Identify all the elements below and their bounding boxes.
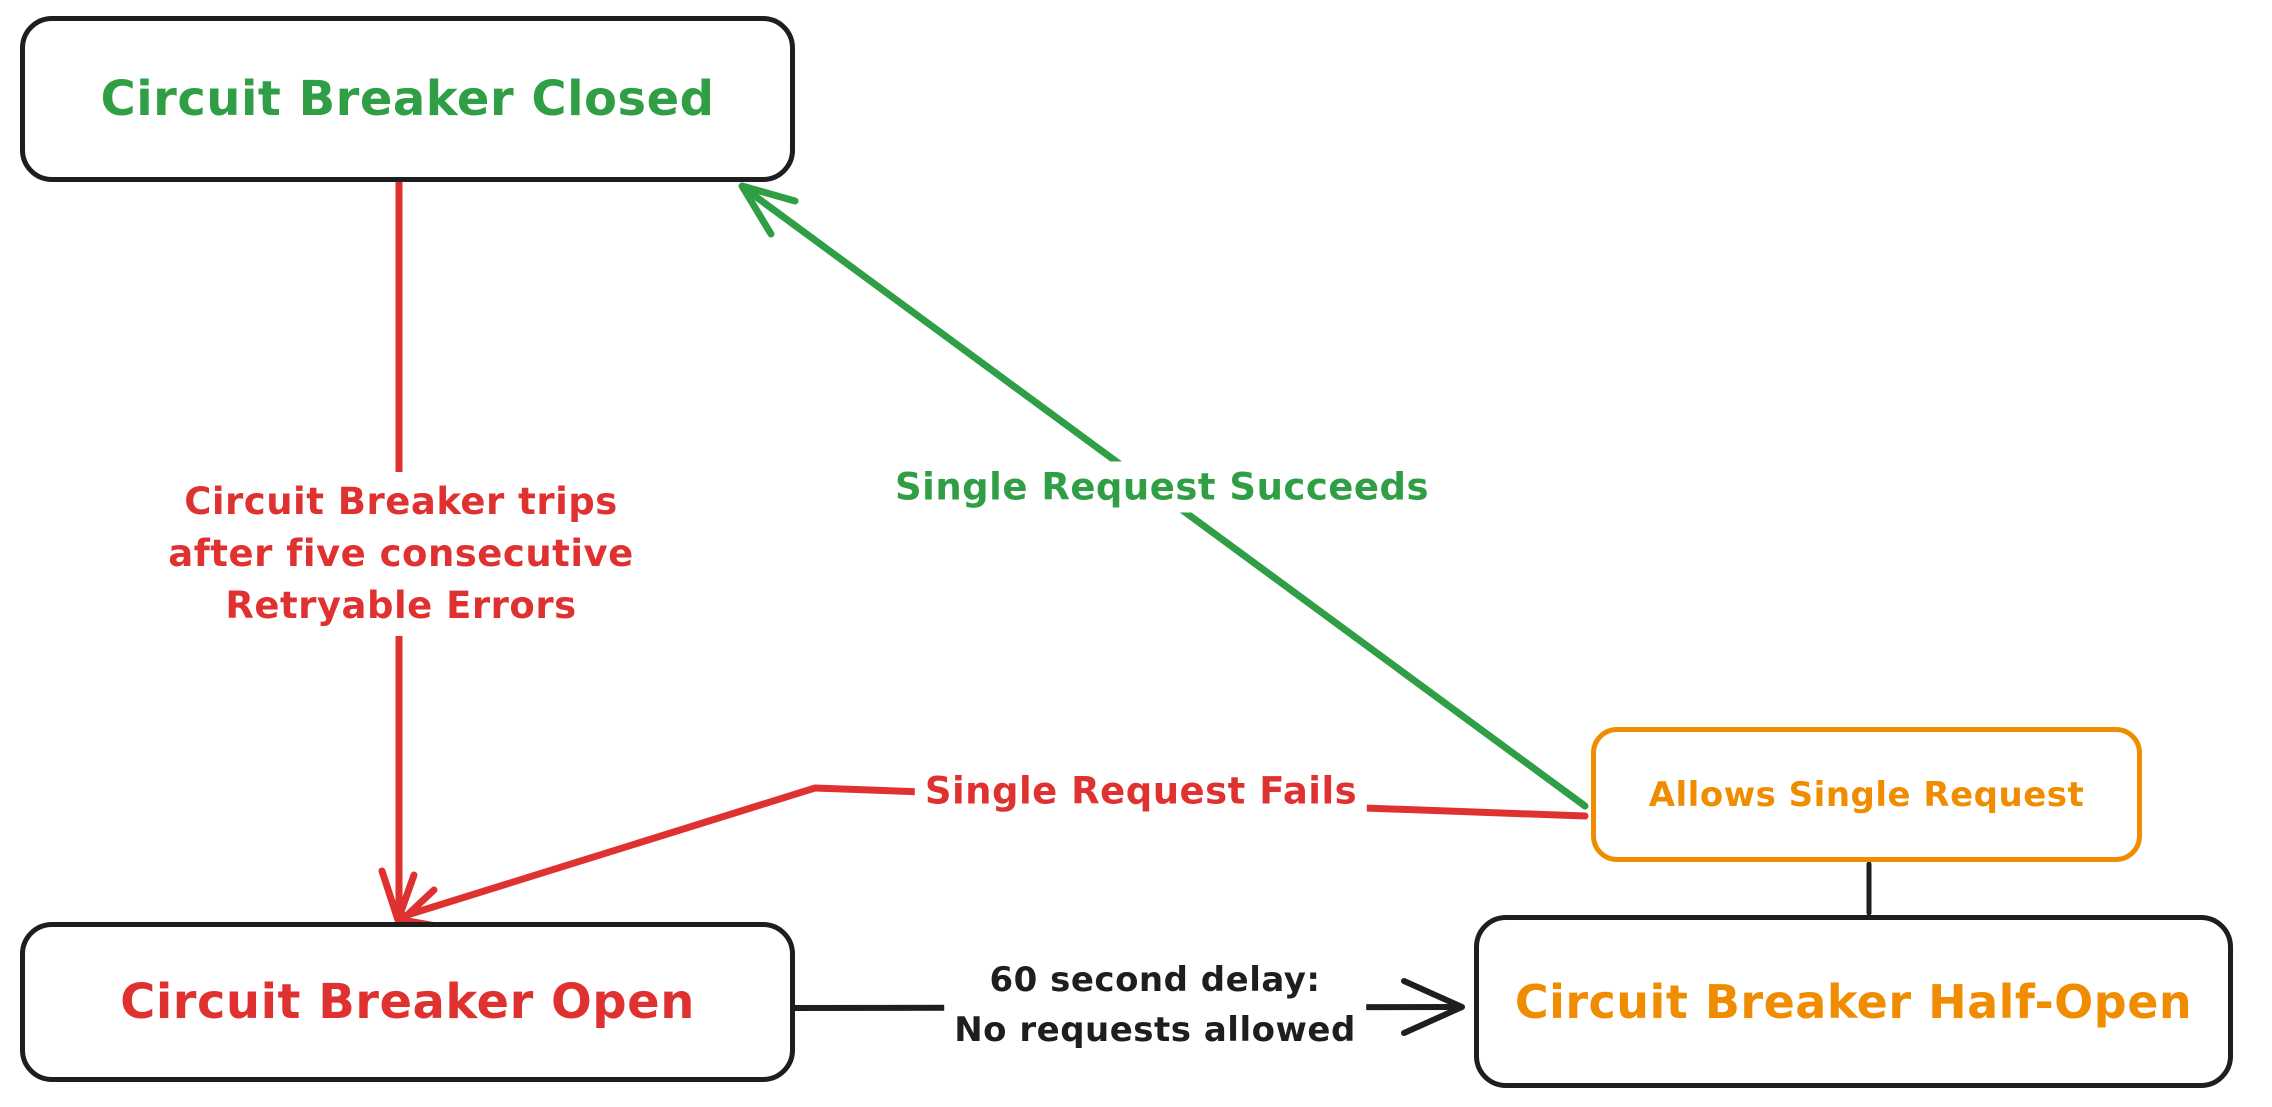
edge-trip-arrowhead-icon — [378, 867, 418, 924]
edge-label-trip: Circuit Breaker trips after five consecu… — [158, 472, 644, 636]
node-circuit-breaker-closed: Circuit Breaker Closed — [20, 16, 795, 182]
node-circuit-breaker-half-open-label: Circuit Breaker Half-Open — [1514, 974, 2193, 1029]
node-circuit-breaker-open-label: Circuit Breaker Open — [120, 974, 695, 1030]
node-circuit-breaker-half-open: Circuit Breaker Half-Open — [1474, 915, 2233, 1088]
edge-succeeds-arrowhead-icon — [738, 182, 799, 238]
edge-label-fails: Single Request Fails — [914, 765, 1368, 817]
node-circuit-breaker-open: Circuit Breaker Open — [20, 922, 795, 1082]
node-allows-single-request-label: Allows Single Request — [1648, 774, 2085, 815]
node-allows-single-request: Allows Single Request — [1591, 727, 2142, 862]
edge-delay-arrowhead-icon — [1401, 978, 1465, 1036]
node-circuit-breaker-closed-label: Circuit Breaker Closed — [100, 71, 715, 127]
edge-label-delay: 60 second delay: No requests allowed — [944, 951, 1366, 1059]
edge-label-succeeds: Single Request Succeeds — [885, 461, 1439, 513]
